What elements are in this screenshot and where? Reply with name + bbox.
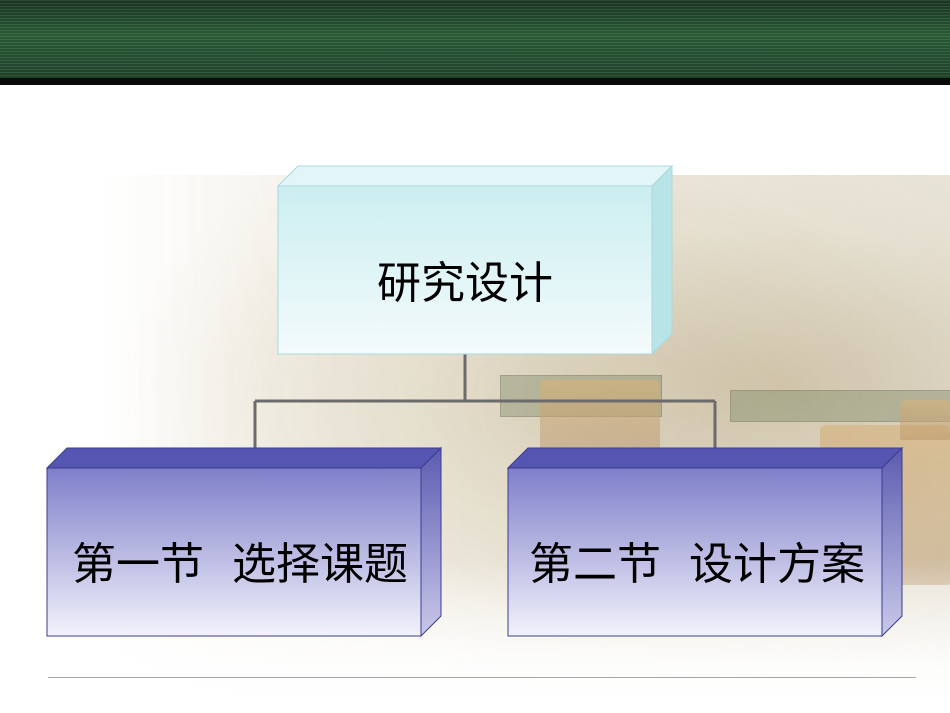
header-band [0, 0, 950, 78]
child-node-label-2: 第二节 设计方案 [529, 539, 865, 590]
root-node-box [276, 164, 674, 356]
footer-divider [48, 677, 916, 678]
header-rule [0, 78, 950, 85]
child-node-label-1: 第一节 选择课题 [72, 539, 408, 590]
root-node-label: 研究设计 [377, 258, 553, 309]
connector-lines [253, 354, 717, 448]
child-node-box-1 [45, 446, 443, 638]
child-node-box-2 [506, 446, 904, 638]
